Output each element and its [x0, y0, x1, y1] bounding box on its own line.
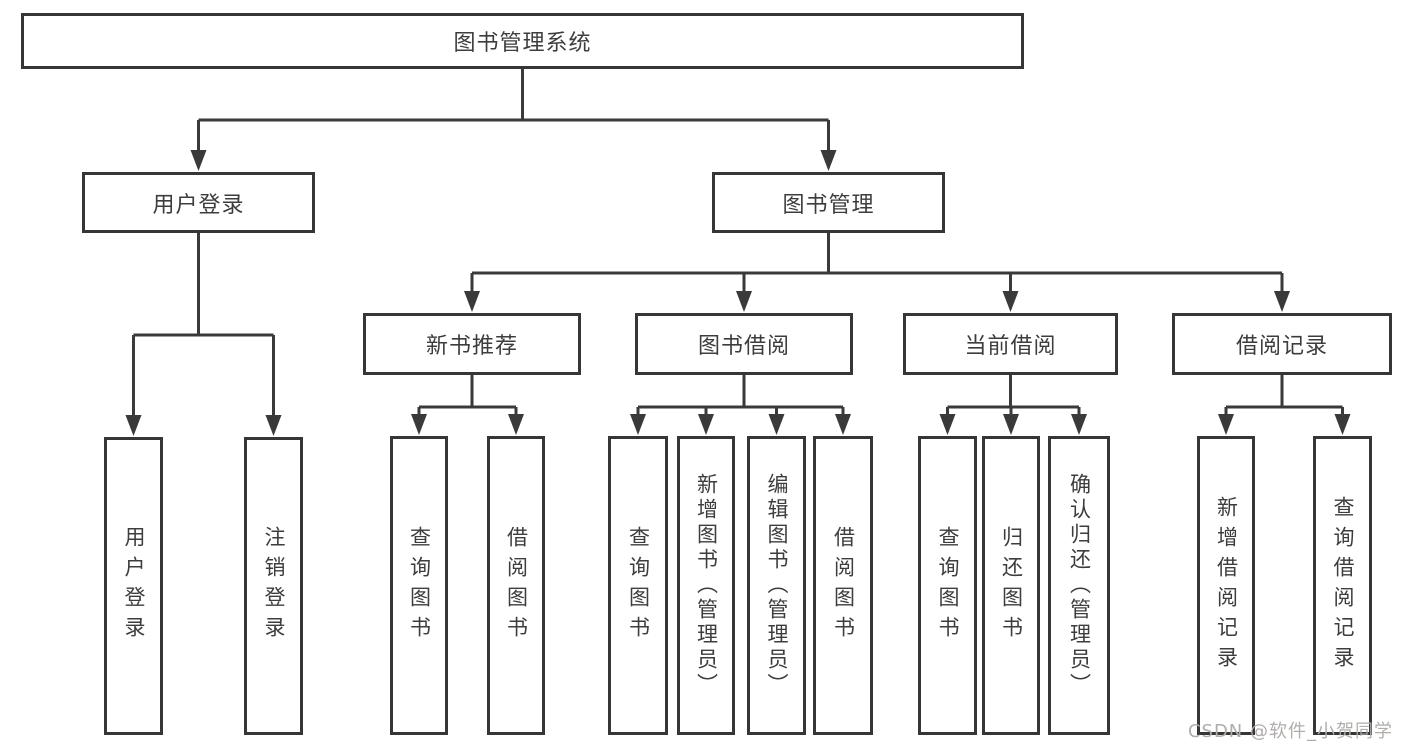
node-leaf-return-books: 归还图书	[982, 436, 1040, 735]
node-leaf-add-borrow-record: 新增借阅记录	[1197, 436, 1255, 735]
node-leaf-query-borrow-record: 查询借阅记录	[1313, 436, 1372, 735]
node-leaf-borrow-books-b: 借阅图书	[813, 436, 873, 735]
leaf-label: 查询图书	[936, 525, 960, 646]
leaf-label: 查询图书	[626, 525, 651, 646]
leaf-label: 查询图书	[407, 525, 432, 646]
leaf-label: 查询借阅记录	[1331, 495, 1355, 676]
leaf-label: 借阅图书	[504, 525, 529, 646]
leaf-label: 新增借阅记录	[1214, 495, 1239, 676]
node-leaf-query-books-a: 查询图书	[390, 436, 448, 735]
leaf-label: 新增图书（管理员）	[694, 473, 719, 698]
node-book-mgmt: 图书管理	[712, 172, 945, 233]
node-borrow-records: 借阅记录	[1172, 313, 1392, 375]
node-leaf-borrow-books-a: 借阅图书	[487, 436, 545, 735]
leaf-label: 归还图书	[999, 525, 1024, 646]
node-user-login: 用户登录	[82, 172, 315, 233]
leaf-label: 确认归还（管理员）	[1067, 473, 1092, 698]
node-book-borrow: 图书借阅	[635, 313, 853, 375]
node-leaf-query-books-b: 查询图书	[608, 436, 668, 735]
node-leaf-logout: 注销登录	[244, 437, 303, 735]
leaf-label: 借阅图书	[831, 525, 856, 646]
node-leaf-query-books-c: 查询图书	[918, 436, 977, 735]
watermark: CSDN @软件_小贺同学	[1187, 721, 1393, 742]
node-root: 图书管理系统	[21, 13, 1024, 69]
leaf-label: 用户登录	[122, 526, 146, 646]
node-leaf-edit-books-admin: 编辑图书（管理员）	[747, 436, 806, 735]
leaf-label: 编辑图书（管理员）	[765, 473, 789, 698]
node-current-borrow: 当前借阅	[903, 313, 1118, 375]
node-leaf-add-books-admin: 新增图书（管理员）	[677, 436, 735, 735]
node-leaf-user-login: 用户登录	[104, 437, 163, 735]
node-new-book-rec: 新书推荐	[363, 313, 581, 375]
leaf-label: 注销登录	[262, 526, 286, 646]
node-leaf-confirm-return-admin: 确认归还（管理员）	[1048, 436, 1110, 735]
